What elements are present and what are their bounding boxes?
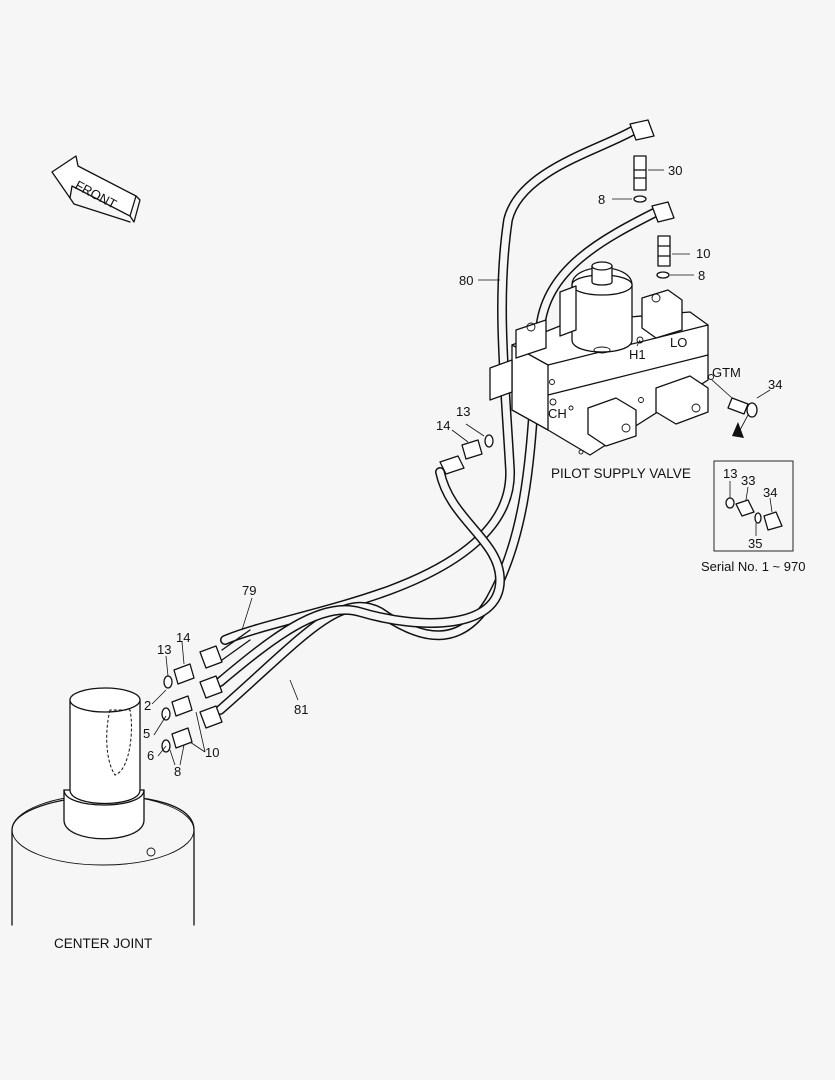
callout-80: 80 [459,273,473,288]
fitting-10 [651,201,675,267]
callout-10: 10 [696,246,710,261]
callout-30: 30 [668,163,682,178]
fitting-30 [629,119,655,191]
detail-callout-34: 34 [763,485,777,500]
front-arrow-icon: FRONT [51,155,141,223]
leader-lines [151,169,771,766]
fitting-14a [439,434,494,475]
fitting-34 [727,397,758,418]
callout-34: 34 [768,377,782,392]
o-ring-8b [656,271,670,279]
hose-ends [199,629,251,729]
port-gtm-label: GTM [712,365,741,380]
serial-note: Serial No. 1 ~ 970 [701,559,805,574]
callout-8: 8 [598,192,605,207]
detail-callout-35: 35 [748,536,762,551]
callout-5: 5 [143,726,150,741]
pilot-supply-valve-title: PILOT SUPPLY VALVE [551,466,691,481]
callout-13: 13 [456,404,470,419]
callout-10: 10 [205,745,219,760]
callout-14: 14 [176,630,190,645]
hose-79 [215,467,506,687]
detail-callout-33: 33 [741,473,755,488]
callout-8: 8 [698,268,705,283]
center-joint [11,687,195,926]
port-lo-label: LO [670,335,687,350]
port-ch-label: CH [548,406,567,421]
callout-79: 79 [242,583,256,598]
callout-81: 81 [294,702,308,717]
callout-14: 14 [436,418,450,433]
callout-2: 2 [144,698,151,713]
adapters-lower [161,663,195,753]
callout-6: 6 [147,748,154,763]
detail-callout-13: 13 [723,466,737,481]
center-joint-title: CENTER JOINT [54,936,152,951]
callout-13: 13 [157,642,171,657]
detail-box [713,460,794,552]
port-h1-label: H1 [629,347,646,362]
callout-8: 8 [174,764,181,779]
o-ring-8a [633,195,647,203]
pilot-supply-valve [489,261,714,456]
